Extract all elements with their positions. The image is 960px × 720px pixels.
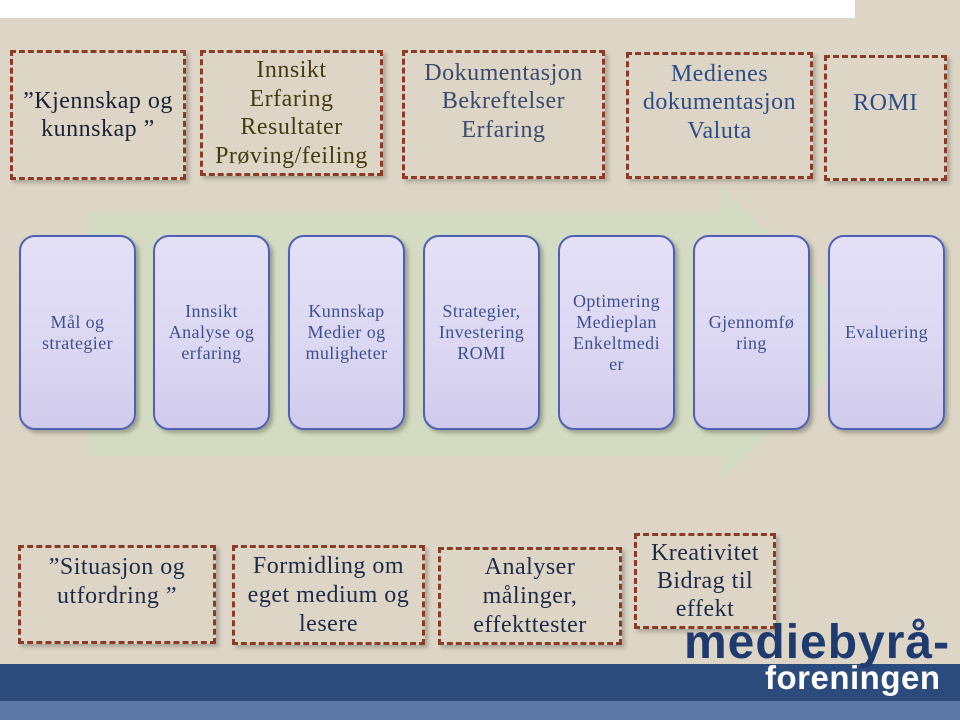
top-box-line: ROMI [853,90,918,117]
step-line: erfaring [181,343,242,363]
step-evaluering: Evaluering [828,235,945,430]
logo-mediebyra: mediebyrå- [684,616,951,669]
step-line: muligheter [305,343,388,363]
step-line: Evaluering [845,322,928,342]
step-line: Enkeltmedi [573,332,660,353]
step-line: Investering [438,322,525,342]
step-line: Medier og [307,322,386,342]
bottom-box-line: effekttester [473,611,587,638]
bottom-box-line: ”Situasjon og [48,553,186,580]
top-box-line: Dokumentasjon [424,59,583,86]
top-box-romi: ROMI [824,55,947,181]
top-box-line: Innsikt [256,57,327,83]
step-line: er [609,353,624,374]
bottom-box-line: effekt [675,596,735,622]
step-optimering: Optimering Medieplan Enkeltmedi er [558,235,675,430]
top-box-line: Erfaring [461,116,546,143]
top-box-line: ”Kjennskap og [23,87,173,114]
bottom-box-analyser: Analyser målinger, effekttester [438,547,622,645]
step-strategier: Strategier, Investering ROMI [423,235,540,430]
bottom-box-line: Formidling om [252,552,405,579]
top-box-dokumentasjon: Dokumentasjon Bekreftelser Erfaring [402,50,605,179]
top-box-line: kunnskap ” [41,116,155,142]
bottom-box-kreativitet: Kreativitet Bidrag til effekt [634,533,776,629]
top-box-line: Medienes [670,60,769,87]
step-line: strategier [42,332,113,353]
bottom-box-formidling: Formidling om eget medium og lesere [232,545,425,645]
step-line: Strategier, [442,301,521,321]
top-box-line: dokumentasjon [642,89,797,116]
top-box-line: Erfaring [249,85,334,112]
top-box-kjennskap: ”Kjennskap og kunnskap ” [10,50,186,180]
step-line: ROMI [457,343,506,363]
step-line: Kunnskap [308,301,385,321]
footer-band-lower [0,701,960,720]
step-mal-og-strategier: Mål og strategier [19,235,136,430]
top-box-line: Resultater [240,114,343,140]
step-line: Mål og [50,311,105,332]
top-box-medienes-dokumentasjon: Medienes dokumentasjon Valuta [626,52,813,179]
bottom-box-line: Kreativitet [650,540,760,566]
top-box-line: Prøving/feiling [215,142,368,169]
step-kunnskap: Kunnskap Medier og muligheter [288,235,405,430]
bottom-box-line: Analyser [484,553,576,580]
bottom-box-line: lesere [299,610,358,637]
top-box-innsikt: Innsikt Erfaring Resultater Prøving/feil… [200,50,383,176]
step-line: Gjennomfø [708,311,795,332]
step-gjennomforing: Gjennomfø ring [693,235,810,430]
step-line: Optimering [573,290,660,311]
step-innsikt: Innsikt Analyse og erfaring [153,235,270,430]
logo-foreningen: foreningen [765,659,941,696]
top-box-line: Valuta [687,117,752,144]
footer-band [0,664,960,701]
bottom-box-line: utfordring ” [57,582,177,609]
top-white-strip [0,0,855,18]
bottom-box-situasjon: ”Situasjon og utfordring ” [18,545,216,644]
bottom-box-line: Bidrag til [656,568,754,594]
step-line: ring [736,332,767,353]
top-box-line: Bekreftelser [441,88,566,115]
step-line: Analyse og [168,322,255,342]
step-line: Innsikt [185,301,238,321]
bottom-box-line: eget medium og [247,581,410,608]
bottom-box-line: målinger, [482,582,578,609]
step-line: Medieplan [576,311,657,332]
